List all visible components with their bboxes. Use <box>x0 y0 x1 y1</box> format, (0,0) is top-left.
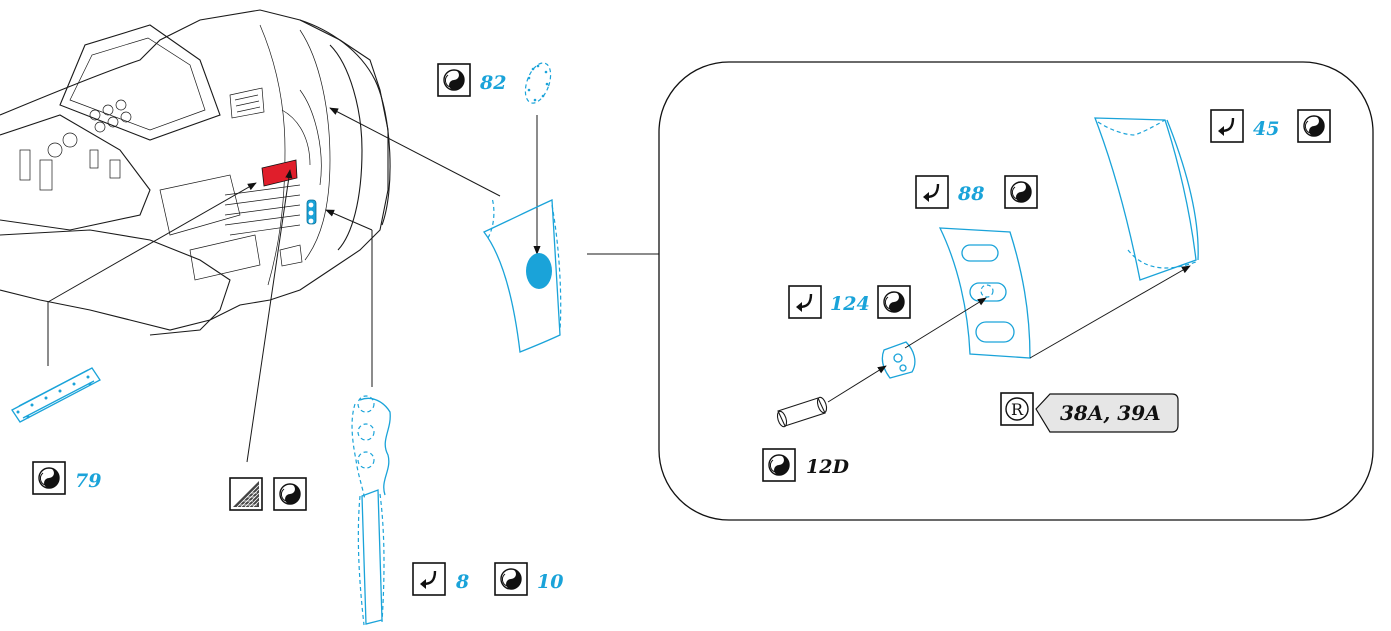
remove-parts-callout <box>1035 393 1179 433</box>
glue-icon-12d <box>762 448 796 482</box>
part-8-10-bracket <box>351 395 391 626</box>
remove-r-icon <box>1000 392 1034 426</box>
label-79: 79 <box>75 470 101 492</box>
part-12d-rod <box>776 396 828 428</box>
glue-icon-82 <box>437 63 471 97</box>
glue-icon-88 <box>1004 175 1038 209</box>
remove-parts-label: 38A, 39A <box>1060 401 1161 425</box>
part-124-bracket <box>881 341 916 379</box>
instrument-panel <box>19 99 132 191</box>
label-45: 45 <box>1253 118 1279 140</box>
highlighted-part <box>261 159 298 187</box>
glue-icon-mesh <box>273 477 307 511</box>
fuselage-pe-part <box>306 199 317 225</box>
glue-icon-10 <box>494 562 528 596</box>
bend-icon-45 <box>1210 109 1244 143</box>
label-12d: 12D <box>806 456 849 478</box>
label-10: 10 <box>537 571 563 593</box>
label-82: 82 <box>479 72 506 94</box>
left-leaders <box>47 107 659 463</box>
part-88-panel <box>938 227 1031 359</box>
detail-callout-frame <box>658 61 1374 521</box>
glue-icon-124 <box>877 285 911 319</box>
label-8: 8 <box>455 571 469 593</box>
fuselage-drawing <box>0 9 391 336</box>
bend-icon-8 <box>412 562 446 596</box>
mesh-icon <box>229 477 263 511</box>
bend-icon-124 <box>788 285 822 319</box>
detail-leaders <box>827 265 1191 403</box>
label-88: 88 <box>957 183 984 205</box>
part-82-plate <box>524 62 552 104</box>
glue-icon-45 <box>1297 109 1331 143</box>
bend-icon-88 <box>915 175 949 209</box>
curved-pe-panel <box>482 197 562 353</box>
part-79-strip <box>11 367 101 423</box>
part-45-panel <box>1094 117 1199 281</box>
label-124: 124 <box>830 293 870 315</box>
glue-icon-79 <box>32 461 66 495</box>
